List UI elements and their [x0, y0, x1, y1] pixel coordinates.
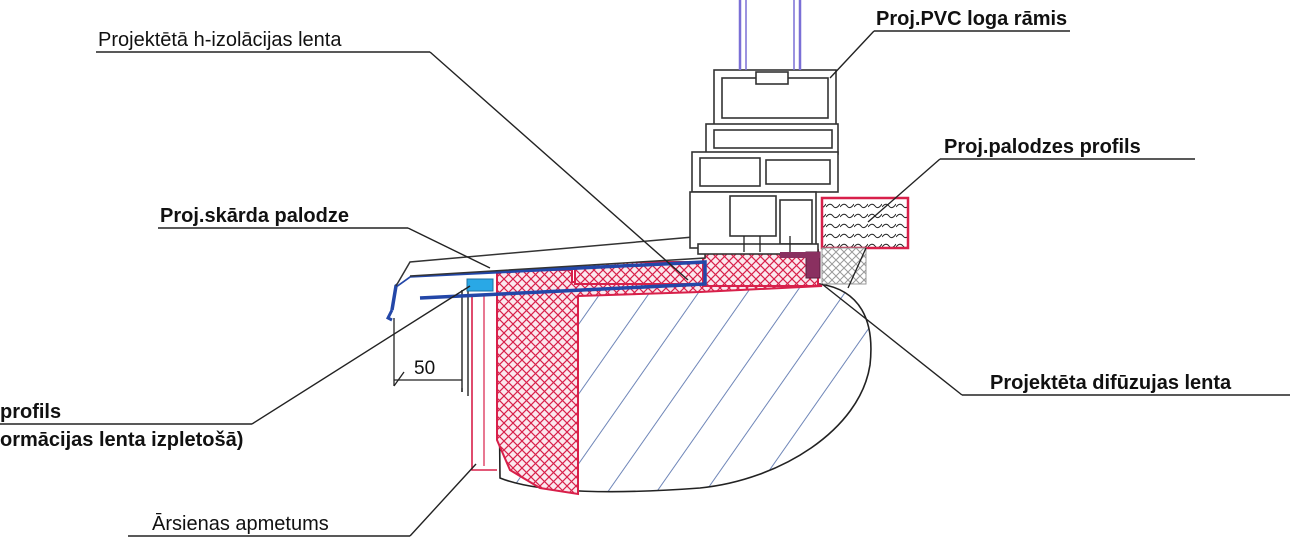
leader-lines: [0, 30, 1290, 537]
sealant-block: [466, 278, 494, 292]
label-diffusion-tape: Projektēta difūzujas lenta: [990, 372, 1232, 394]
sill-profile-wood: [820, 196, 910, 250]
label-wall-plaster: Ārsienas apmetums: [152, 512, 329, 535]
pvc-window-frame: [689, 69, 839, 279]
label-pvc-frame: Proj.PVC loga rāmis: [876, 8, 1067, 30]
label-sill-profile: Proj.palodzes profils: [944, 136, 1141, 158]
glass-panes: [738, 0, 802, 70]
dimension-50: 50: [393, 318, 463, 392]
label-waterproof-tape: Projektētā h-izolācijas lenta: [98, 29, 342, 51]
label-profile-cut-2: ormācijas lenta izpletošā): [0, 429, 243, 451]
label-tin-sill: Proj.skārda palodze: [160, 205, 349, 227]
sill-profile-fill: [821, 247, 867, 285]
tin-sill-flashing: [390, 260, 707, 311]
dimension-value: 50: [414, 358, 435, 379]
label-profile-cut-1: profils: [0, 401, 61, 423]
plaster-edge: [461, 288, 469, 396]
